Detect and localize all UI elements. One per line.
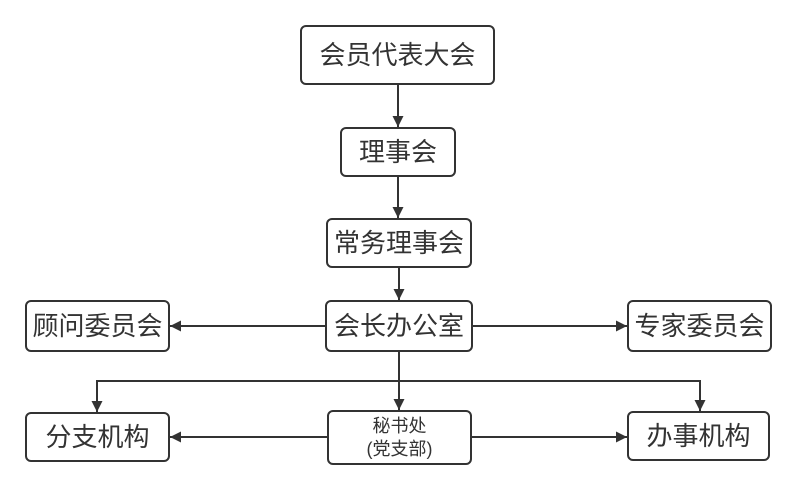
node-member-assembly: 会员代表大会 <box>300 25 495 85</box>
node-administrative-offices: 办事机构 <box>627 411 770 461</box>
node-expert-committee: 专家委员会 <box>627 300 772 352</box>
node-president-office: 会长办公室 <box>325 300 473 352</box>
node-council: 理事会 <box>340 127 456 177</box>
edge-office-to-admin <box>399 380 706 411</box>
node-branch-organizations: 分支机构 <box>25 412 170 462</box>
edge-office-to-branch <box>91 380 399 412</box>
node-secretariat: 秘书处 (党支部) <box>327 410 472 465</box>
node-standing-council: 常务理事会 <box>326 218 472 268</box>
node-advisory-committee: 顾问委员会 <box>25 300 170 352</box>
